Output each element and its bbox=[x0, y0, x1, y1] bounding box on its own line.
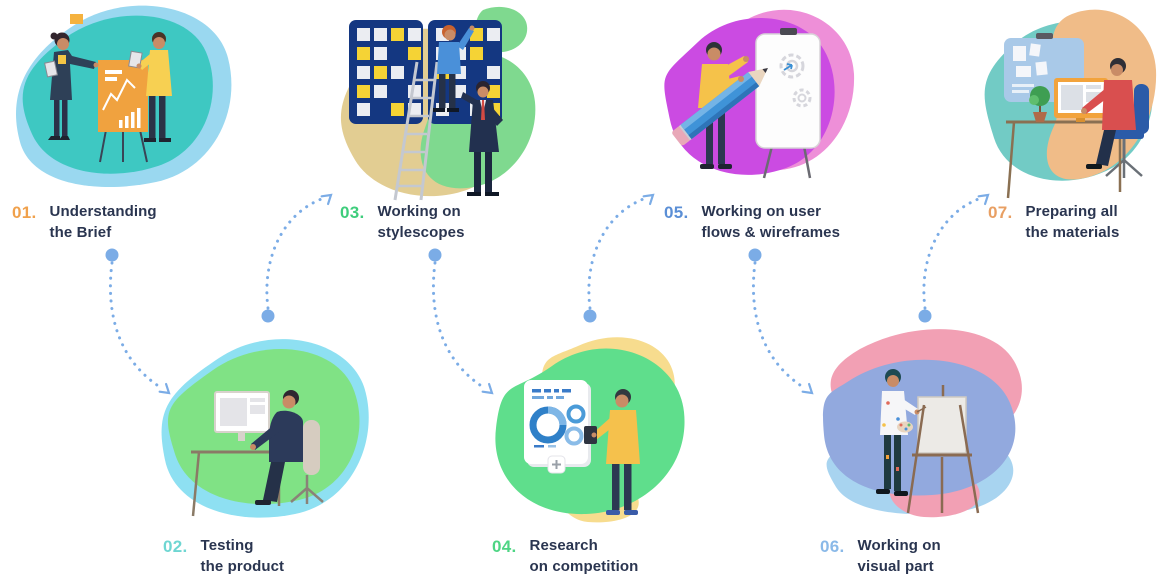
step-07-label-line1: Preparing all bbox=[1025, 203, 1118, 220]
step-05-label-line1: Working on user bbox=[701, 203, 822, 220]
dotted-arrow-up bbox=[918, 193, 990, 323]
step-06-label-line2: visual part bbox=[857, 557, 934, 575]
artist-painting-on-easel bbox=[823, 329, 1022, 518]
giant-pencil bbox=[672, 67, 768, 146]
seated-worker bbox=[250, 390, 303, 505]
man-testing-product-at-computer-desk bbox=[161, 339, 369, 518]
two-men-sticky-note-boards-ladder bbox=[340, 6, 536, 201]
man-reviewing-donut-chart-report bbox=[495, 337, 685, 523]
illustration-step-07 bbox=[980, 4, 1166, 205]
connector-06-07 bbox=[907, 180, 1007, 335]
illustration-step-06 bbox=[812, 327, 1026, 524]
step-04-label-line1: Research bbox=[529, 537, 598, 554]
step-05-label-line2: flows & wireframes bbox=[701, 223, 841, 241]
connector-04-05 bbox=[572, 180, 672, 335]
flipchart bbox=[98, 60, 148, 163]
easel bbox=[906, 385, 980, 514]
connector-01-02 bbox=[95, 242, 190, 412]
step-04-label-line2: on competition bbox=[529, 557, 639, 575]
step-03-label-line1: Working on bbox=[377, 203, 461, 220]
step-02-number: 02. bbox=[163, 537, 188, 556]
illustration-step-02 bbox=[155, 332, 373, 529]
ladder bbox=[393, 61, 439, 201]
step-06-label: 06. Working on visual part bbox=[820, 536, 941, 577]
analyst-man bbox=[584, 389, 640, 515]
sticky-note-board-left bbox=[349, 20, 423, 124]
seated-man bbox=[1081, 58, 1144, 169]
office-chair bbox=[1105, 84, 1149, 178]
step-02-label: 02. Testing the product bbox=[163, 536, 284, 577]
step-06-number: 06. bbox=[820, 537, 845, 556]
step-04-label: 04. Research on competition bbox=[492, 536, 638, 577]
step-04-number: 04. bbox=[492, 537, 517, 556]
man-giant-pencil-whiteboard-gears bbox=[664, 9, 855, 179]
presenter-woman bbox=[44, 32, 99, 140]
illustration-step-01 bbox=[6, 2, 232, 199]
connector-05-06 bbox=[738, 242, 833, 412]
pencil-man bbox=[698, 42, 748, 169]
step-07-number: 07. bbox=[988, 203, 1013, 222]
step-03-label: 03. Working on stylescopes bbox=[340, 202, 465, 243]
paint-palette bbox=[897, 421, 913, 433]
dotted-arrow-down bbox=[748, 248, 814, 395]
report-card bbox=[524, 380, 591, 474]
step-05-number: 05. bbox=[664, 203, 689, 222]
two-people-presenting-chart-flipchart bbox=[16, 5, 232, 188]
step-05-label: 05. Working on user flows & wireframes bbox=[664, 202, 840, 243]
step-03-number: 03. bbox=[340, 203, 365, 222]
office-chair bbox=[290, 420, 324, 504]
dotted-arrow-up bbox=[261, 193, 333, 323]
connector-03-04 bbox=[418, 242, 513, 412]
dotted-arrow-down bbox=[428, 248, 494, 395]
monitor bbox=[214, 391, 270, 441]
presenter-man bbox=[128, 32, 172, 142]
flag-note bbox=[70, 14, 83, 24]
step-01-label: 01. Understanding the Brief bbox=[12, 202, 157, 243]
step-01-label-line1: Understanding bbox=[49, 203, 157, 220]
step-06-label-line1: Working on bbox=[857, 537, 941, 554]
monitor bbox=[1054, 78, 1108, 122]
standing-man bbox=[461, 81, 503, 196]
step-07-label-line2: the materials bbox=[1025, 223, 1120, 241]
step-07-label: 07. Preparing all the materials bbox=[988, 202, 1119, 243]
step-02-label-line2: the product bbox=[200, 557, 285, 575]
dotted-arrow-down bbox=[105, 248, 171, 395]
step-02-label-line1: Testing bbox=[200, 537, 254, 554]
step-03-label-line2: stylescopes bbox=[377, 223, 465, 241]
step-01-number: 01. bbox=[12, 203, 37, 222]
whiteboard bbox=[755, 28, 821, 179]
connector-02-03 bbox=[250, 180, 350, 335]
painter-man bbox=[876, 369, 927, 496]
gear-sketches bbox=[779, 53, 812, 108]
potted-plant bbox=[1029, 86, 1050, 122]
illustration-step-03 bbox=[333, 2, 546, 209]
climbing-man bbox=[433, 25, 475, 112]
dotted-arrow-up bbox=[583, 193, 655, 323]
illustration-step-05 bbox=[656, 4, 860, 207]
man-working-on-computer-pinboard bbox=[984, 9, 1157, 199]
illustration-step-04 bbox=[482, 332, 694, 529]
step-01-label-line2: the Brief bbox=[49, 223, 112, 241]
